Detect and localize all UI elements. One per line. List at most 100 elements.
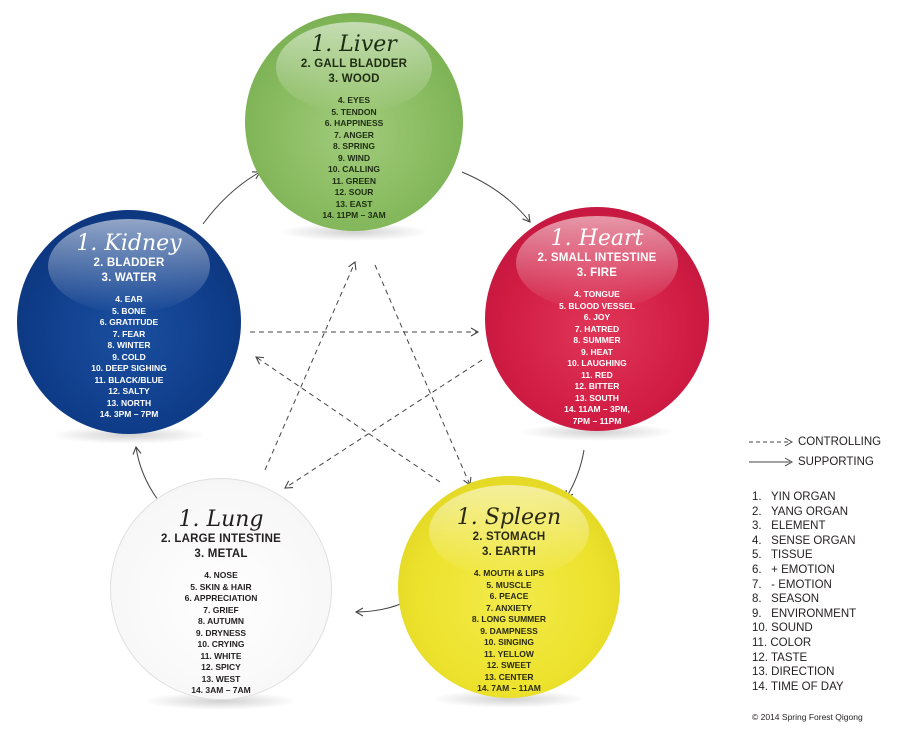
- spleen-content: 1. Spleen 2. STOMACH 3. EARTH 4. MOUTH &…: [398, 476, 620, 698]
- legend-controlling-label: CONTROLLING: [798, 436, 882, 448]
- key-item: 8. SEASON: [752, 593, 820, 606]
- spleen-element: 3. EARTH: [482, 546, 536, 558]
- kidney-item: 10. DEEP SIGHING: [91, 363, 167, 373]
- copyright-notice: © 2014 Spring Forest Qigong: [752, 712, 863, 722]
- lung-element: 3. METAL: [194, 548, 248, 560]
- liver-element: 3. WOOD: [328, 73, 380, 85]
- key-item: 12. TASTE: [752, 651, 808, 664]
- liver-item: 14. 11PM – 3AM: [322, 210, 386, 220]
- spleen-gloss: [429, 484, 589, 579]
- kidney-item: 11. BLACK/BLUE: [94, 374, 164, 385]
- kidney-item: 6. GRATITUDE: [99, 317, 159, 327]
- kidney-shadow: [50, 426, 208, 444]
- key-item: 7. - EMOTION: [752, 578, 832, 591]
- liver-gloss: [275, 21, 433, 114]
- key-item: 4. SENSE ORGAN: [752, 534, 856, 547]
- key-item: 2. YANG ORGAN: [752, 505, 849, 518]
- kidney-item: 14. 3PM – 7PM: [99, 409, 159, 419]
- spleen-item: 9. DAMPNESS: [480, 625, 538, 636]
- key-item: 9. ENVIRONMENT: [752, 607, 857, 620]
- heart-ball: [485, 207, 709, 431]
- kidney-yang-organ: 2. BLADDER: [93, 257, 165, 269]
- spleen-item: 6. PEACE: [489, 591, 529, 601]
- lung-item: 4. NOSE: [204, 570, 238, 580]
- liver-item: 6. HAPPINESS: [324, 118, 384, 128]
- heart-item: 12. BITTER: [574, 381, 620, 391]
- heart-item: 14. 11AM – 3PM,: [564, 404, 630, 414]
- key-item: 3. ELEMENT: [752, 520, 826, 533]
- legend-supporting: SUPPORTING: [748, 452, 881, 472]
- liver-item: 9. WIND: [337, 152, 371, 163]
- spleen-item: 4. MOUTH & LIPS: [473, 568, 545, 578]
- heart-item: 7. HATRED: [574, 323, 620, 334]
- liver-item: 12. SOUR: [334, 187, 374, 197]
- controlling-arrow-lung-liver: [264, 260, 357, 471]
- key-item: 14. TIME OF DAY: [752, 680, 844, 693]
- heart-item: 4. TONGUE: [574, 289, 620, 299]
- controlling-arrow-spleen-kidney: [255, 356, 441, 483]
- lung-item: 7. GRIEF: [203, 604, 239, 615]
- controlling-arrow-liver-spleen: [374, 264, 472, 487]
- heart-attribute-list: 4. TONGUE 5. BLOOD VESSEL 6. JOY 7. HATR…: [559, 289, 635, 427]
- liver-sphere: 1. Liver 2. GALL BLADDER 3. WOOD 4. EYES…: [245, 13, 463, 241]
- kidney-item: 5. BONE: [111, 305, 146, 316]
- liver-item: 7. ANGER: [334, 129, 374, 140]
- solid-arrow-icon: [749, 457, 794, 467]
- heart-shadow: [518, 423, 676, 441]
- heart-element: 3. FIRE: [576, 267, 618, 279]
- spleen-attribute-list: 4. MOUTH & LIPS 5. MUSCLE 6. PEACE 7. AN…: [472, 568, 546, 695]
- spleen-item: 14. 7AM – 11AM: [477, 683, 541, 693]
- lung-item: 9. DRYNESS: [195, 627, 247, 638]
- kidney-gloss: [48, 218, 210, 314]
- spleen-sphere: 1. Spleen 2. STOMACH 3. EARTH 4. MOUTH &…: [398, 476, 620, 708]
- spleen-item: 7. ANXIETY: [486, 602, 532, 613]
- kidney-item: 7. FEAR: [112, 328, 146, 339]
- legend-supporting-label: SUPPORTING: [798, 456, 874, 468]
- spleen-title: 1. Spleen: [456, 505, 562, 530]
- lung-item: 8. AUTUMN: [198, 616, 244, 626]
- kidney-content: 1. Kidney 2. BLADDER 3. WATER 4. EAR 5. …: [17, 210, 241, 434]
- heart-sphere: 1. Heart 2. SMALL INTESTINE 3. FIRE 4. T…: [485, 207, 709, 441]
- kidney-item: 8. WINTER: [107, 340, 151, 350]
- lung-attribute-list: 4. NOSE 5. SKIN & HAIR 6. APPRECIATION 7…: [185, 570, 258, 697]
- spleen-item: 13. CENTER: [484, 671, 534, 682]
- kidney-item: 4. EAR: [115, 294, 143, 304]
- key-item: 1. YIN ORGAN: [752, 491, 836, 503]
- lung-item: 13. WEST: [201, 673, 241, 684]
- lung-item: 14. 3AM – 7AM: [191, 685, 251, 695]
- lung-sphere: 1. Lung 2. LARGE INTESTINE 3. METAL 4. N…: [110, 478, 332, 710]
- kidney-ball: [17, 210, 241, 434]
- heart-item: 8. SUMMER: [573, 335, 621, 345]
- spleen-item: 11. YELLOW: [484, 648, 534, 659]
- heart-item: 5. BLOOD VESSEL: [558, 300, 636, 311]
- lung-content: 1. Lung 2. LARGE INTESTINE 3. METAL 4. N…: [110, 478, 332, 700]
- heart-title: 1. Heart: [550, 226, 644, 251]
- spleen-yang-organ: 2. STOMACH: [472, 531, 546, 543]
- liver-title: 1. Liver: [311, 32, 397, 57]
- spleen-item: 5. MUSCLE: [486, 579, 532, 590]
- heart-item: 7PM – 11PM: [572, 415, 622, 426]
- arrow-legend: CONTROLLING SUPPORTING: [748, 432, 881, 472]
- kidney-title: 1. Kidney: [76, 231, 182, 256]
- dashed-arrow-icon: [749, 437, 794, 447]
- key-item: 5. TISSUE: [752, 549, 813, 562]
- lung-ball: [110, 478, 332, 700]
- heart-yang-organ: 2. SMALL INTESTINE: [537, 252, 657, 264]
- heart-item: 10. LAUGHING: [567, 358, 627, 368]
- spleen-shadow: [431, 690, 587, 708]
- controlling-arrow-heart-lung: [284, 359, 483, 489]
- attribute-key: 1. YIN ORGAN 2. YANG ORGAN 3. ELEMENT 4.…: [752, 490, 856, 694]
- lung-item: 5. SKIN & HAIR: [190, 581, 252, 592]
- spleen-item: 12. SWEET: [486, 660, 532, 670]
- kidney-element: 3. WATER: [101, 272, 157, 284]
- liver-item: 13. EAST: [335, 198, 373, 209]
- lung-item: 10. CRYING: [197, 639, 245, 649]
- heart-gloss: [516, 215, 678, 311]
- key-item: 13. DIRECTION: [752, 666, 835, 679]
- lung-item: 11. WHITE: [200, 650, 242, 661]
- liver-item: 5. TENDON: [331, 106, 377, 117]
- liver-content: 1. Liver 2. GALL BLADDER 3. WOOD 4. EYES…: [245, 13, 463, 231]
- heart-content: 1. Heart 2. SMALL INTESTINE 3. FIRE 4. T…: [485, 207, 709, 431]
- lung-item: 6. APPRECIATION: [184, 593, 258, 603]
